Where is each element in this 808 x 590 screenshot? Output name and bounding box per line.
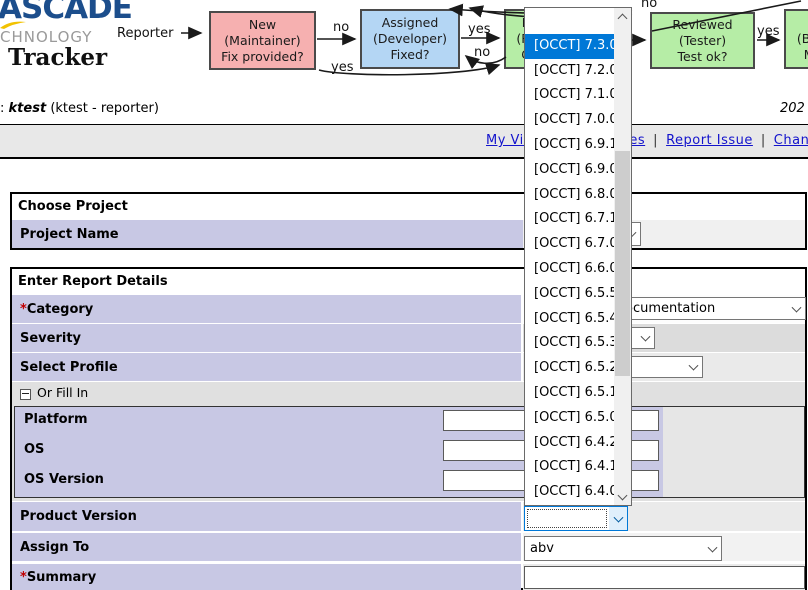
workflow-edge-label-yes: yes [757, 24, 780, 39]
login-status: : ktest (ktest - reporter) [0, 101, 159, 116]
dropdown-option[interactable]: [OCCT] 6.5.4 [534, 310, 614, 326]
login-prefix: : [0, 101, 5, 116]
platform-label: Platform [24, 412, 88, 427]
workflow-box-reviewed: Reviewed (Tester) Test ok? [650, 12, 755, 69]
select-profile-label: Select Profile [20, 359, 118, 375]
workflow-box-new-line2: (Maintainer) [224, 32, 301, 48]
product-version-dropdown: [OCCT] 7.3.0 [OCCT] 7.2.0 [OCCT] 7.1.0 [… [524, 7, 632, 506]
product-version-select[interactable] [524, 506, 628, 531]
chevron-down-icon [791, 302, 802, 313]
workflow-box-reviewed-line2: (Tester) [678, 32, 727, 48]
project-name-label: Project Name [20, 226, 119, 242]
choose-project-header: Choose Project [18, 199, 128, 214]
focus-outline [527, 509, 607, 528]
dropdown-option[interactable]: [OCCT] 6.4.2 [534, 434, 614, 450]
category-label: Category [26, 301, 94, 317]
chevron-down-icon [617, 490, 628, 501]
assign-to-select-value: abv [530, 541, 554, 556]
select-profile-row: Select Profile [12, 353, 521, 381]
dropdown-option-list: [OCCT] 7.3.0 [OCCT] 7.2.0 [OCCT] 7.1.0 [… [525, 9, 614, 505]
scroll-up-button[interactable] [614, 8, 631, 25]
workflow-box-tested-line3: Merge ok? [804, 47, 808, 63]
workflow-box-new-line3: Fix provided? [221, 48, 304, 64]
summary-input[interactable] [524, 566, 805, 589]
dropdown-option[interactable] [525, 9, 614, 34]
os-version-label: OS Version [24, 472, 104, 487]
severity-row: Severity [12, 324, 521, 352]
dropdown-option[interactable]: [OCCT] 7.3.0 [525, 33, 614, 59]
workflow-box-tested: Tested (Bugmaster) Merge ok? [784, 9, 808, 69]
dropdown-option[interactable]: [OCCT] 6.7.0 [534, 236, 614, 252]
scrollbar-thumb[interactable] [615, 151, 630, 376]
logo-text-technology: CHNOLOGY [0, 28, 93, 46]
category-row: *Category [12, 295, 521, 323]
logo-text-cascade: ASCADE [0, 0, 133, 26]
summary-label: Summary [26, 569, 97, 585]
dropdown-option[interactable]: [OCCT] 7.0.0 [534, 112, 614, 128]
dropdown-option[interactable]: [OCCT] 7.1.0 [534, 87, 614, 103]
workflow-box-new: New (Maintainer) Fix provided? [209, 11, 316, 70]
product-version-label: Product Version [20, 509, 137, 524]
scroll-down-button[interactable] [614, 488, 631, 505]
category-select-value: Documentation [615, 301, 716, 316]
main-nav-bar: My View|View Issues|Report Issue|Change … [0, 124, 808, 159]
workflow-edge-label-yes: yes [331, 60, 354, 75]
dropdown-option[interactable]: [OCCT] 6.5.0 [534, 409, 614, 425]
workflow-box-assigned: Assigned (Developer) Fixed? [360, 9, 460, 69]
dropdown-option[interactable]: [OCCT] 6.4.1 [534, 459, 614, 475]
workflow-box-assigned-line3: Fixed? [390, 47, 430, 62]
severity-label: Severity [20, 330, 82, 346]
workflow-reporter-label: Reporter [117, 26, 174, 41]
os-label: OS [24, 442, 45, 457]
nav-separator: | [760, 133, 766, 148]
workflow-box-new-line1: New [248, 16, 277, 32]
workflow-box-assigned-line2: (Developer) [372, 31, 448, 46]
workflow-box-reviewed-line3: Test ok? [677, 48, 728, 64]
dropdown-option[interactable]: [OCCT] 7.2.0 [534, 62, 614, 78]
required-marker: * [20, 569, 27, 585]
summary-row: *Summary [12, 564, 521, 590]
dropdown-option[interactable]: [OCCT] 6.8.0 [534, 186, 614, 202]
dropdown-scrollbar[interactable] [614, 8, 631, 505]
workflow-box-assigned-line1: Assigned [381, 15, 439, 30]
dropdown-option[interactable]: [OCCT] 6.4.0 [534, 484, 614, 500]
dropdown-option[interactable]: [OCCT] 6.6.0 [534, 260, 614, 276]
date-text: 202 [780, 101, 805, 116]
assign-to-select[interactable]: abv [524, 536, 722, 561]
assign-to-label: Assign To [20, 539, 90, 555]
or-fill-in-label: Or Fill In [37, 385, 89, 400]
nav-separator: | [653, 133, 659, 148]
chevron-up-icon [617, 13, 628, 24]
collapse-icon[interactable] [20, 389, 31, 400]
dropdown-option[interactable]: [OCCT] 6.5.2 [534, 360, 614, 376]
workflow-edge-label-no: no [333, 20, 350, 35]
workflow-box-reviewed-line1: Reviewed [672, 16, 733, 32]
dropdown-option[interactable]: [OCCT] 6.7.1 [534, 211, 614, 227]
chevron-down-icon [688, 360, 699, 371]
report-details-header: Enter Report Details [18, 274, 168, 289]
chevron-button[interactable] [609, 507, 627, 530]
workflow-box-tested-line2: (Bugmaster) [796, 31, 808, 46]
workflow-edge-label-no: no [641, 0, 658, 11]
dropdown-option[interactable]: [OCCT] 6.5.5 [534, 285, 614, 301]
chevron-down-icon [707, 542, 718, 553]
dropdown-option[interactable]: [OCCT] 6.5.3 [534, 335, 614, 351]
assign-to-row: Assign To [12, 533, 521, 561]
login-user-detail: (ktest - reporter) [50, 101, 159, 116]
chevron-down-icon [640, 331, 651, 342]
nav-link-report-issue[interactable]: Report Issue [666, 133, 753, 148]
workflow-edge-label-no: no [474, 45, 491, 60]
login-username: ktest [8, 101, 47, 116]
nav-link-change-log[interactable]: Change Log [773, 133, 808, 148]
workflow-edge-label-yes: yes [468, 22, 491, 37]
dropdown-option[interactable]: [OCCT] 6.9.1 [534, 136, 614, 152]
dropdown-option[interactable]: [OCCT] 6.5.1 [534, 384, 614, 400]
app-title: Tracker [8, 44, 108, 71]
required-marker: * [20, 301, 27, 317]
dropdown-option[interactable]: [OCCT] 6.9.0 [534, 161, 614, 177]
product-version-row: Product Version [12, 502, 521, 531]
